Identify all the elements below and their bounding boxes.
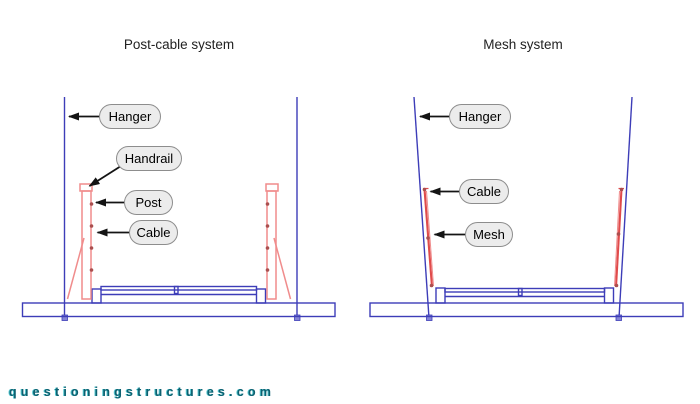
beam-shoe: [435, 287, 446, 304]
deck-beam: [100, 285, 258, 291]
post: [81, 190, 92, 300]
mesh-panel-edge: [426, 190, 434, 287]
cable-dot: [619, 187, 624, 192]
cable-label: Cable: [129, 220, 178, 245]
mesh-diagram: [369, 96, 684, 321]
handrail-callout-arrow: [88, 165, 122, 187]
cable-dot: [89, 224, 94, 228]
cable-label: Cable: [459, 179, 509, 204]
cable-dot: [89, 268, 94, 272]
beam-joint: [173, 285, 179, 295]
hanger-label: Hanger: [449, 104, 511, 129]
callout-arrows: [68, 112, 465, 239]
cable-dot: [614, 283, 619, 288]
cable-dot: [265, 246, 270, 250]
handrail-cap: [265, 183, 279, 192]
cable-dot: [429, 283, 434, 288]
cable-dot: [265, 202, 270, 206]
beam-shoe: [603, 287, 615, 304]
cable-dot: [265, 224, 270, 228]
cable-dot: [89, 246, 94, 250]
post: [266, 190, 277, 300]
cable-dot: [426, 236, 430, 240]
mesh-panel: [614, 188, 623, 288]
post-cable-diagram: [21, 97, 336, 321]
handrail-label: Handrail: [116, 146, 182, 171]
cable-dot: [616, 232, 621, 236]
mesh-title: Mesh system: [483, 37, 563, 52]
cable-dot: [89, 202, 94, 206]
post-brace: [273, 237, 292, 300]
hanger-line: [413, 96, 430, 319]
mesh-label: Mesh: [465, 222, 513, 247]
cable-dot: [422, 187, 427, 192]
hanger-anchor: [61, 314, 68, 321]
deck-slab: [21, 302, 336, 318]
hanger-anchor: [294, 314, 301, 321]
mesh-panel-edge: [614, 190, 620, 287]
watermark: questioningstructures.com: [9, 385, 276, 399]
hanger-anchor: [426, 314, 433, 321]
post-label: Post: [124, 190, 173, 215]
hanger-line: [618, 96, 633, 319]
post-cable-title: Post-cable system: [123, 37, 235, 52]
post-brace: [66, 237, 85, 300]
beam-joint: [517, 287, 523, 297]
hanger-anchor: [615, 314, 622, 321]
deck-slab: [369, 302, 684, 318]
hanger-label: Hanger: [99, 104, 161, 129]
deck-beam: [444, 287, 606, 293]
beam-shoe: [91, 288, 102, 304]
beam-shoe: [255, 288, 267, 304]
cable-dot: [265, 268, 270, 272]
